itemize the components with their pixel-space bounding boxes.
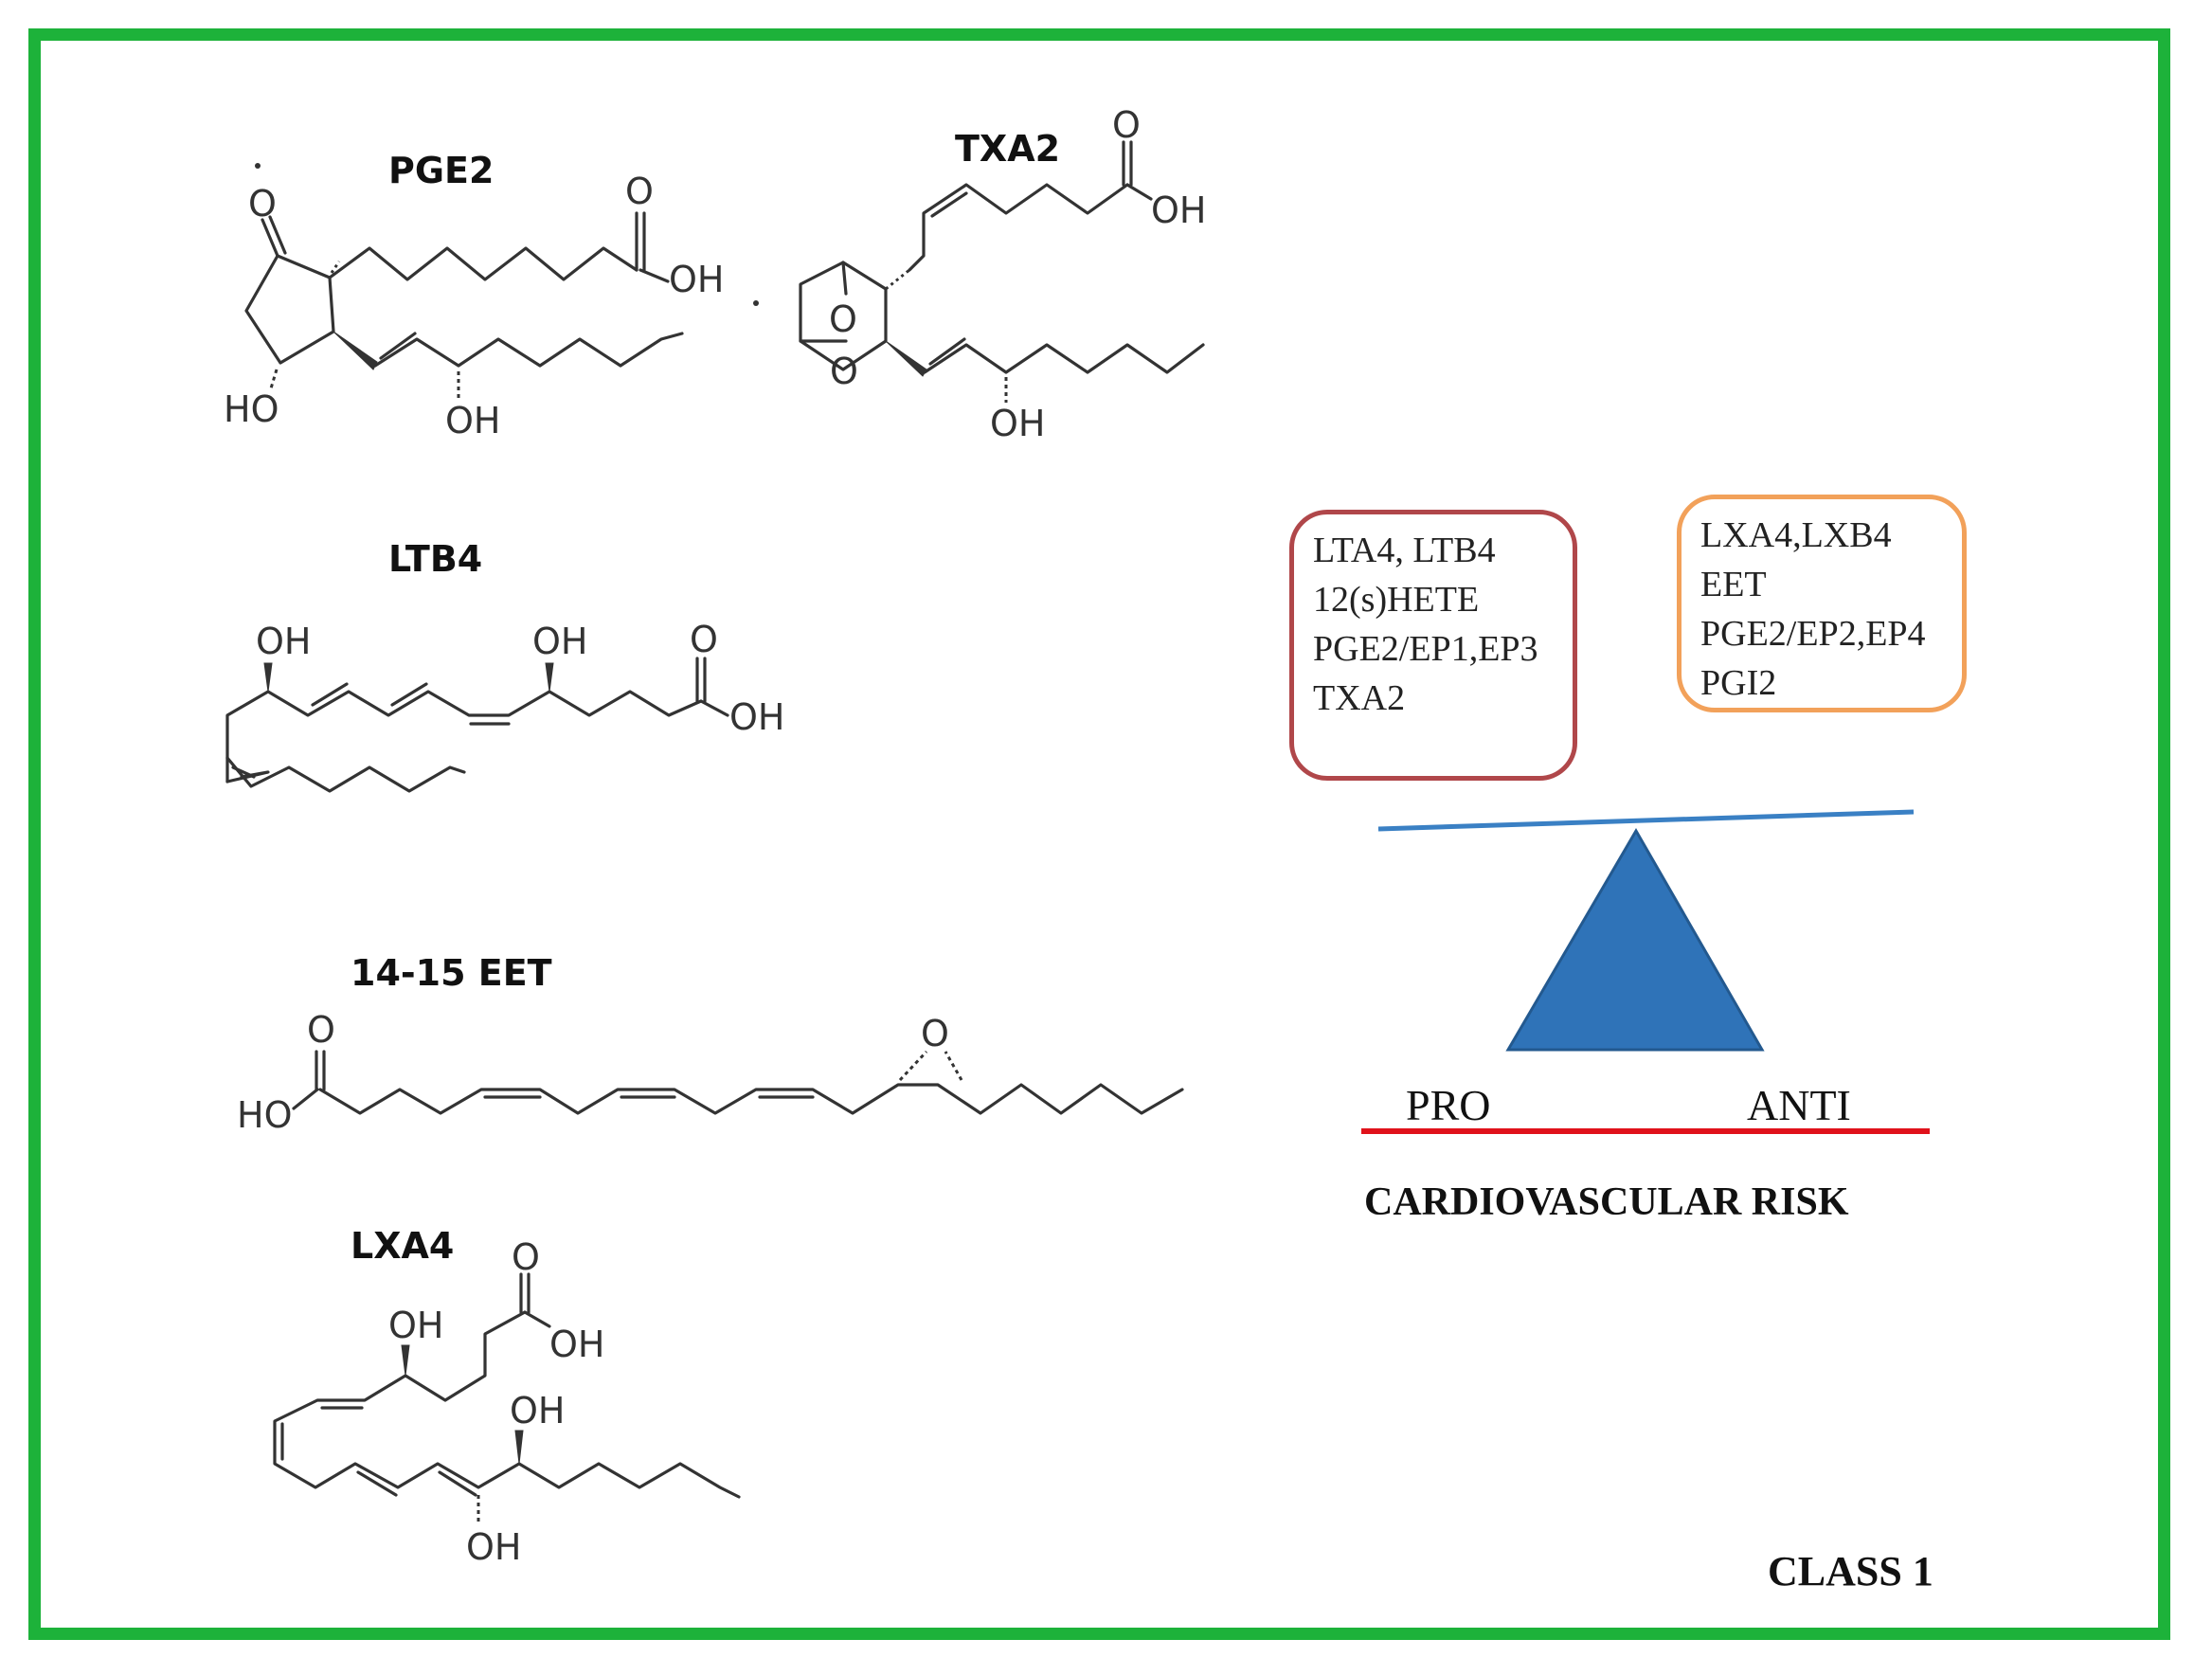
pro-item: 12(s)HETE bbox=[1313, 580, 1480, 620]
eet-epoxide-o: O bbox=[921, 1013, 949, 1054]
txa2-acid-o: O bbox=[1112, 104, 1141, 146]
ltb4-oh2: OH bbox=[532, 621, 587, 662]
pro-label: PRO bbox=[1406, 1081, 1491, 1129]
pge2-ring-ho: HO bbox=[224, 388, 279, 430]
eet-structure: 14-15 EET HO O O bbox=[237, 952, 1184, 1136]
pge2-title: PGE2 bbox=[388, 150, 494, 191]
anti-item: PGI2 bbox=[1700, 663, 1777, 703]
anti-label: ANTI bbox=[1747, 1081, 1851, 1129]
lxa4-acid-oh: OH bbox=[549, 1324, 604, 1365]
fulcrum-triangle bbox=[1505, 828, 1765, 1052]
pge2-acid-oh: OH bbox=[669, 259, 724, 300]
anti-item: EET bbox=[1700, 565, 1767, 604]
lxa4-oh3: OH bbox=[466, 1526, 521, 1568]
txa2-acid-oh: OH bbox=[1151, 189, 1206, 231]
anti-item: LXA4,LXB4 bbox=[1700, 515, 1892, 555]
anti-mediators-box: LXA4,LXB4 EET PGE2/EP2,EP4 PGI2 bbox=[1677, 495, 1967, 712]
ltb4-structure: LTB4 OH OH O OH bbox=[225, 538, 784, 793]
eet-acid-ho: HO bbox=[237, 1094, 292, 1136]
ltb4-oh1: OH bbox=[256, 621, 311, 662]
pro-mediators-box: LTA4, LTB4 12(s)HETE PGE2/EP1,EP3 TXA2 bbox=[1289, 510, 1577, 781]
pro-item: PGE2/EP1,EP3 bbox=[1313, 629, 1538, 669]
lxa4-oh1: OH bbox=[388, 1305, 443, 1346]
pro-item: TXA2 bbox=[1313, 678, 1406, 718]
txa2-chain-oh: OH bbox=[990, 403, 1045, 444]
cardiovascular-risk-label: CARDIOVASCULAR RISK bbox=[1364, 1180, 1849, 1224]
eet-acid-o: O bbox=[307, 1009, 335, 1051]
txa2-structure: TXA2 O O O OH OH bbox=[753, 104, 1206, 444]
lxa4-oh2: OH bbox=[510, 1390, 565, 1432]
ltb4-acid-oh: OH bbox=[729, 696, 784, 738]
pge2-acid-o: O bbox=[625, 171, 654, 212]
pge2-chain-oh: OH bbox=[445, 400, 500, 441]
pge2-structure: PGE2 O O OH OH HO bbox=[224, 150, 724, 441]
figure-frame bbox=[28, 28, 2170, 1640]
lxa4-title: LXA4 bbox=[351, 1225, 454, 1267]
eet-title: 14-15 EET bbox=[351, 952, 552, 994]
balance-beam bbox=[1377, 809, 1915, 832]
ltb4-title: LTB4 bbox=[388, 538, 482, 580]
balance-scale bbox=[1361, 809, 1930, 1134]
lxa4-acid-o: O bbox=[512, 1236, 540, 1278]
txa2-title: TXA2 bbox=[955, 128, 1060, 170]
pro-item: LTA4, LTB4 bbox=[1313, 531, 1496, 570]
ltb4-acid-o: O bbox=[690, 619, 718, 660]
lxa4-structure: LXA4 O OH OH OH OH bbox=[273, 1225, 741, 1568]
class-label: CLASS 1 bbox=[1768, 1548, 1933, 1594]
txa2-bridge-o: O bbox=[829, 298, 857, 340]
anti-item: PGE2/EP2,EP4 bbox=[1700, 614, 1926, 654]
txa2-ring-o: O bbox=[830, 351, 858, 392]
pge2-keto-o: O bbox=[248, 183, 277, 225]
